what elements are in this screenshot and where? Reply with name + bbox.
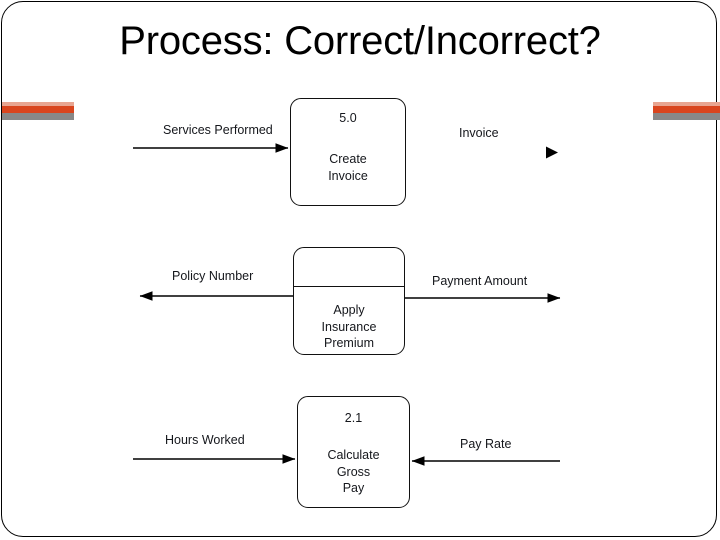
process-label: Calculate Gross Pay [298,447,409,497]
process-label: Apply Insurance Premium [294,302,404,352]
flow-label-pay-rate: Pay Rate [460,437,512,451]
process-label-line: Invoice [328,168,368,183]
accent-bar-left [2,102,74,120]
process-number: 2.1 [344,411,363,425]
page-title: Process: Correct/Incorrect? [119,19,601,63]
process-label-line: Premium [323,336,374,350]
process-label: Create Invoice [291,151,405,184]
process-label-line: Apply [333,303,365,317]
accent-stripe-gray [653,113,720,120]
process-number: 5.0 [339,111,357,125]
process-label-line: Pay [342,481,365,495]
accent-bar-right [653,102,720,120]
accent-stripe-orange [653,106,720,113]
accent-stripe-light [2,102,74,106]
process-box-divider [294,286,404,287]
accent-stripe-orange [2,106,74,113]
process-label-line: Create [329,152,367,166]
process-label-line: Gross [336,464,371,479]
flow-label-payment-amount: Payment Amount [432,274,528,288]
flow-label-hours-worked: Hours Worked [165,433,245,447]
flow-label-invoice: Invoice [459,126,499,140]
process-label-line: Insurance [321,319,377,334]
accent-stripe-gray [2,113,74,120]
process-box-apply-insurance-premium: Apply Insurance Premium [293,247,405,355]
accent-stripe-light [653,102,720,106]
process-label-line: Calculate [327,448,380,462]
process-box-calculate-gross-pay: 2.1 Calculate Gross Pay [297,396,410,508]
process-box-create-invoice: 5.0 Create Invoice [290,98,406,206]
flow-label-services-performed: Services Performed [163,123,273,137]
arrowhead-invoice-orphan [546,146,558,159]
flow-label-policy-number: Policy Number [172,269,254,283]
